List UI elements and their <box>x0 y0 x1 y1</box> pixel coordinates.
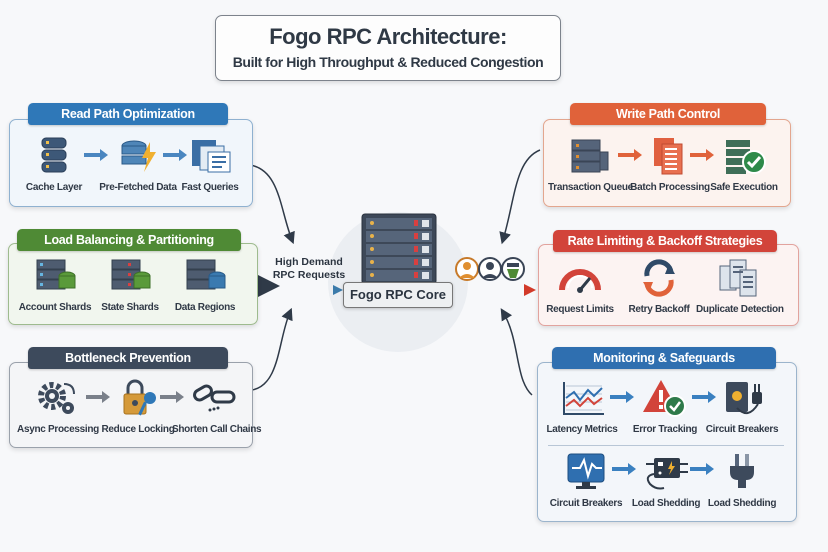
power-box-icon <box>646 458 688 490</box>
arrow-icon <box>86 391 110 403</box>
core-label: Fogo RPC Core <box>343 282 453 308</box>
chain-icon <box>193 384 236 412</box>
item-label: Data Regions <box>174 302 236 313</box>
item-transaction-queue: Transaction Queue <box>548 136 633 193</box>
item-label: Transaction Queue <box>548 182 633 193</box>
incoming-label-line1: High Demand <box>275 256 343 268</box>
item-prefetched-data: Pre-Fetched Data <box>96 136 180 193</box>
item-state-shards: State Shards <box>88 256 172 313</box>
item-label: Error Tracking <box>632 424 698 435</box>
item-label: Shorten Call Chains <box>172 424 262 435</box>
warning-check-icon <box>643 380 686 417</box>
refresh-icon <box>643 259 675 297</box>
item-label: Pre-Fetched Data <box>99 182 177 193</box>
batch-documents-icon <box>654 138 683 175</box>
arrow-icon <box>612 463 636 475</box>
server-database-icon <box>186 259 226 290</box>
item-label: Circuit Breakers <box>549 498 623 509</box>
server-shards-icon <box>36 259 76 290</box>
item-label: Safe Execution <box>710 182 778 193</box>
connector-read <box>249 164 295 245</box>
diagram-title: Fogo RPC Architecture: <box>269 24 507 49</box>
item-load-shedding-2: Load Shedding <box>700 452 784 509</box>
users-icon <box>455 257 525 281</box>
item-batch-processing: Batch Processing <box>628 136 712 193</box>
item-safe-execution: Safe Execution <box>702 136 786 193</box>
diagram-subtitle: Built for High Throughput & Reduced Cong… <box>232 54 544 70</box>
monitor-pulse-icon <box>567 453 605 489</box>
item-label: Request Limits <box>546 304 614 315</box>
bottleneck-header: Bottleneck Prevention <box>28 347 228 369</box>
item-circuit-breakers-2: Circuit Breakers <box>544 452 628 509</box>
item-data-regions: Data Regions <box>163 256 247 313</box>
arrow-icon <box>160 391 184 403</box>
connector-write <box>499 149 541 245</box>
item-label: Retry Backoff <box>628 304 690 315</box>
item-retry-backoff: Retry Backoff <box>617 258 701 315</box>
documents-icon <box>192 140 231 173</box>
duplicate-documents-icon <box>719 259 757 297</box>
item-request-limits: Request Limits <box>538 258 622 315</box>
write-path-header: Write Path Control <box>570 103 766 125</box>
circuit-breaker-plug-icon <box>726 382 762 415</box>
title-box: Fogo RPC Architecture: Built for High Th… <box>215 15 561 81</box>
item-error-tracking: Error Tracking <box>623 378 707 435</box>
item-shorten-call-chains: Shorten Call Chains <box>172 378 262 435</box>
item-latency-metrics: Latency Metrics <box>540 378 624 435</box>
arrow-icon <box>690 149 714 161</box>
item-label: Async Processing <box>17 424 99 435</box>
item-reduce-locking: Reduce Locking <box>96 378 180 435</box>
server-rack-icon <box>361 213 437 285</box>
item-label: Load Shedding <box>707 498 777 509</box>
item-label: Cache Layer <box>25 182 83 193</box>
item-label: Batch Processing <box>630 182 710 193</box>
arrow-icon <box>692 391 716 403</box>
arrow-icon <box>610 391 634 403</box>
server-shards-icon <box>111 259 151 290</box>
item-fast-queries: Fast Queries <box>168 136 252 193</box>
incoming-label: High Demand RPC Requests <box>264 256 354 282</box>
item-label: Load Shedding <box>631 498 701 509</box>
read-path-header: Read Path Optimization <box>28 103 228 125</box>
monitoring-panel <box>537 362 797 522</box>
item-circuit-breakers: Circuit Breakers <box>700 378 784 435</box>
arrow-icon <box>618 149 642 161</box>
checklist-check-icon <box>726 140 766 174</box>
item-label: Duplicate Detection <box>696 304 784 315</box>
load-balancing-header: Load Balancing & Partitioning <box>17 229 241 251</box>
connector-bottleneck <box>251 307 293 391</box>
database-icon <box>41 137 67 173</box>
gauge-icon <box>559 269 601 293</box>
divider <box>548 445 784 446</box>
server-stack-icon <box>571 139 609 173</box>
item-async-processing: Async Processing <box>16 378 100 435</box>
item-label: Circuit Breakers <box>705 424 779 435</box>
rate-limiting-header: Rate Limiting & Backoff Strategies <box>553 230 777 252</box>
item-duplicate-detection: Duplicate Detection <box>696 258 784 315</box>
monitoring-header: Monitoring & Safeguards <box>552 347 776 369</box>
lock-key-icon <box>123 379 156 416</box>
arrow-icon <box>690 463 714 475</box>
item-label: Fast Queries <box>181 182 239 193</box>
line-chart-icon <box>563 382 604 415</box>
item-account-shards: Account Shards <box>13 256 97 313</box>
item-label: State Shards <box>101 302 159 313</box>
arrow-icon <box>84 149 108 161</box>
item-load-shedding: Load Shedding <box>624 452 708 509</box>
plug-icon <box>730 454 754 488</box>
item-label: Latency Metrics <box>546 424 618 435</box>
database-lightning-icon <box>121 140 156 172</box>
gears-icon <box>38 382 75 414</box>
item-label: Account Shards <box>18 302 92 313</box>
incoming-label-line2: RPC Requests <box>272 269 346 281</box>
item-label: Reduce Locking <box>101 424 175 435</box>
item-cache-layer: Cache Layer <box>12 136 96 193</box>
connector-monitor <box>500 308 533 396</box>
arrow-icon <box>163 149 187 161</box>
